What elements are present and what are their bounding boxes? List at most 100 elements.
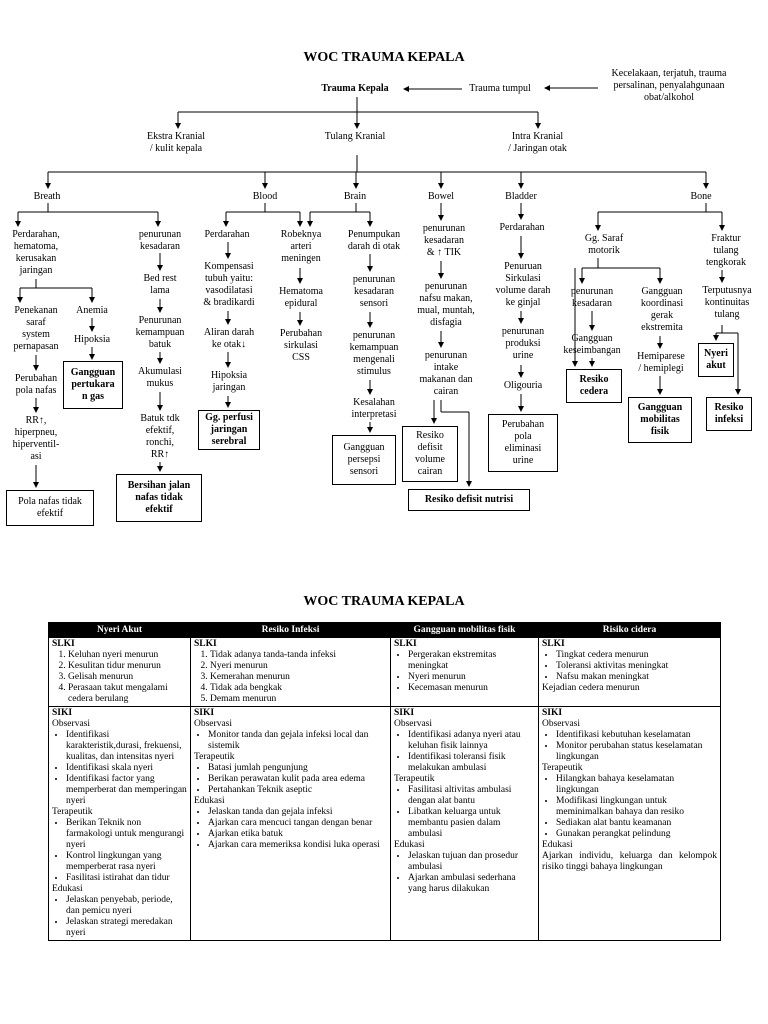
- list-item: Jelaskan strategi meredakan nyeri: [66, 917, 187, 939]
- list-item: Nafsu makan meningkat: [556, 672, 717, 683]
- pola-nafas-box: Pola nafas tidak efektif: [6, 490, 94, 526]
- intervention-table: Nyeri Akut Resiko Infeksi Gangguan mobil…: [48, 622, 721, 941]
- list-item: Sediakan alat bantu keamanan: [556, 818, 717, 829]
- terputusnya-node: Terputusnya kontinuitas tulang: [702, 285, 752, 320]
- defisit-nutrisi-box: Resiko defisit nutrisi: [408, 489, 530, 511]
- slki-cell: SLKI Pergerakan ekstremitas meningkat Ny…: [390, 637, 539, 707]
- siki-label: SIKI: [394, 708, 415, 718]
- list-item: Jelaskan tujuan dan prosedur ambulasi: [408, 851, 535, 873]
- list-item: Identifikasi adanya nyeri atau keluhan f…: [408, 730, 535, 752]
- list-item: Kontrol lingkungan yang memperberat rasa…: [66, 851, 187, 873]
- penumpukan-darah-node: Penumpukan darah di otak: [347, 229, 401, 252]
- penurunan-sirkulasi-node: Penuruan Sirkulasi volume darah ke ginja…: [495, 261, 551, 308]
- section-label: Edukasi: [542, 840, 573, 850]
- list-item: Jelaskan penyebab, periode, dan pemicu n…: [66, 895, 187, 917]
- table-title: WOC TRAUMA KEPALA: [303, 594, 465, 609]
- trauma-kepala-node: Trauma Kepala: [321, 83, 389, 94]
- section-label: Edukasi: [394, 840, 425, 850]
- bed-rest-node: Bed rest lama: [143, 273, 177, 296]
- list-item: Perasaan takut mengalami cedera berulang: [68, 683, 187, 705]
- list-item: Toleransi aktivitas meningkat: [556, 661, 717, 672]
- siki-label: SIKI: [542, 708, 563, 718]
- section-label: Observasi: [194, 719, 232, 729]
- list-item: Tidak adanya tanda-tanda infeksi: [210, 650, 387, 661]
- list-item: Ajarkan cara memeriksa kondisi luka oper…: [208, 840, 387, 851]
- slki-label: SLKI: [194, 639, 217, 649]
- tulang-kranial-node: Tulang Kranial: [324, 131, 386, 142]
- section-label: Terapeutik: [194, 752, 235, 762]
- list-item: Ajarkan ambulasi sederhana yang harus di…: [408, 873, 535, 895]
- anemia-node: Anemia: [76, 305, 108, 316]
- bersihan-jalan-nafas-box: Bersihan jalan nafas tidak efektif: [116, 474, 202, 522]
- list-item: Batasi jumlah pengunjung: [208, 763, 387, 774]
- list-item: Identifikasi toleransi fisik melakukan a…: [408, 752, 535, 774]
- hipoksia-jaringan-node: Hipoksia jaringan: [210, 370, 248, 393]
- list-item: Kemerahan menurun: [210, 672, 387, 683]
- perubahan-pola-nafas-node: Perubahan pola nafas: [14, 373, 58, 396]
- penurunan-urine-node: penurunan produksi urine: [501, 326, 545, 361]
- section-label: Edukasi: [194, 796, 225, 806]
- section-label: Observasi: [52, 719, 90, 729]
- rr-hiperpneu-node: RR↑, hiperpneu, hiperventil- asi: [12, 415, 60, 462]
- gangguan-pertukaran-gas-box: Gangguan pertukara n gas: [63, 361, 123, 409]
- penurunan-kesadaran-bone-node: penurunan kesadaran: [570, 286, 614, 309]
- list-item: Fasilitasi altivitas ambulasi dengan ala…: [408, 785, 535, 807]
- bone-node: Bone: [690, 191, 712, 202]
- siki-cell: SIKI Observasi Identifikasi adanya nyeri…: [390, 706, 539, 941]
- list-item: Berikan Teknik non farmakologi untuk men…: [66, 818, 187, 851]
- penurunan-stimulus-node: penurunan kemampuan mengenali stimulus: [349, 330, 399, 377]
- penurunan-sensori-node: penurunan kesadaran sensori: [352, 274, 396, 309]
- cause-node: Kecelakaan, terjatuh, trauma persalinan,…: [611, 68, 727, 103]
- list-item: Demam menurun: [210, 694, 387, 705]
- hipoksia-node: Hipoksia: [73, 334, 111, 345]
- perdarahan-blood-node: Perdarahan: [204, 229, 250, 240]
- list-item: Nyeri menurun: [210, 661, 387, 672]
- connector-lines: [15, 85, 741, 488]
- diagram-title: WOC TRAUMA KEPALA: [303, 50, 465, 65]
- list-item: Monitor tanda dan gejala infeksi local d…: [208, 730, 387, 752]
- penurunan-batuk-node: Penurunan kemampuan batuk: [135, 315, 185, 350]
- section-label: Edukasi: [52, 884, 83, 894]
- akumulasi-mukus-node: Akumulasi mukus: [138, 366, 182, 389]
- siki-label: SIKI: [52, 708, 73, 718]
- list-item: Gunakan perangkat pelindung: [556, 829, 717, 840]
- brain-node: Brain: [343, 191, 367, 202]
- kesalahan-interpretasi-node: Kesalahan interpretasi: [351, 397, 397, 420]
- slki-extra: Kejadian cedera menurun: [542, 683, 640, 693]
- slki-cell: SLKI Tidak adanya tanda-tanda infeksi Ny…: [190, 637, 391, 707]
- list-item: Identifikasi kebutuhan keselamatan: [556, 730, 717, 741]
- list-item: Tidak ada bengkak: [210, 683, 387, 694]
- slki-cell: SLKI Keluhan nyeri menurun Kesulitan tid…: [48, 637, 191, 707]
- perdarahan-hematoma-node: Perdarahan, hematoma, kerusakan jaringan: [12, 229, 60, 276]
- list-item: Tingkat cedera menurun: [556, 650, 717, 661]
- batuk-tdk-efektif-node: Batuk tdk efektif, ronchi, RR↑: [140, 413, 180, 460]
- list-item: Nyeri menurun: [408, 672, 535, 683]
- list-item: Monitor perubahan status keselamatan lin…: [556, 741, 717, 763]
- header-resiko-infeksi: Resiko Infeksi: [190, 622, 391, 638]
- header-risiko-cidera: Risiko cidera: [538, 622, 721, 638]
- list-item: Berikan perawatan kulit pada area edema: [208, 774, 387, 785]
- list-item: Pergerakan ekstremitas meningkat: [408, 650, 535, 672]
- siki-cell: SIKI Observasi Identifikasi kebutuhan ke…: [538, 706, 721, 941]
- penekanan-saraf-node: Penekanan saraf system pernapasan: [13, 305, 59, 352]
- gangguan-koordinasi-node: Gangguan koordinasi gerak ekstremita: [640, 286, 684, 333]
- resiko-infeksi-box: Resiko infeksi: [706, 397, 752, 431]
- gangguan-mobilitas-box: Gangguan mobilitas fisik: [628, 397, 692, 443]
- section-label: Observasi: [394, 719, 432, 729]
- list-item: Jelaskan tanda dan gejala infeksi: [208, 807, 387, 818]
- list-item: Hilangkan bahaya keselamatan lingkungan: [556, 774, 717, 796]
- gangguan-keseimbangan-node: Gangguan keseimbangan: [563, 333, 621, 356]
- list-item: Pertahankan Teknik aseptic: [208, 785, 387, 796]
- breath-node: Breath: [33, 191, 61, 202]
- slki-label: SLKI: [52, 639, 75, 649]
- robeknya-arteri-node: Robeknya arteri meningen: [280, 229, 322, 264]
- penurunan-tik-node: penurunan kesadaran & ↑ TIK: [422, 223, 466, 258]
- siki-cell: SIKI Observasi Monitor tanda dan gejala …: [190, 706, 391, 941]
- intra-kranial-node: Intra Kranial / Jaringan otak: [508, 131, 567, 154]
- list-item: Identifikasi factor yang memperberat dan…: [66, 774, 187, 807]
- gg-saraf-motorik-node: Gg. Saraf motorik: [584, 233, 624, 256]
- siki-cell: SIKI Observasi Identifikasi karakteristi…: [48, 706, 191, 941]
- section-label: Terapeutik: [52, 807, 93, 817]
- edukasi-text: Ajarkan individu, keluarga dan kelompok …: [542, 851, 717, 872]
- perdarahan-bladder-node: Perdarahan: [499, 222, 545, 233]
